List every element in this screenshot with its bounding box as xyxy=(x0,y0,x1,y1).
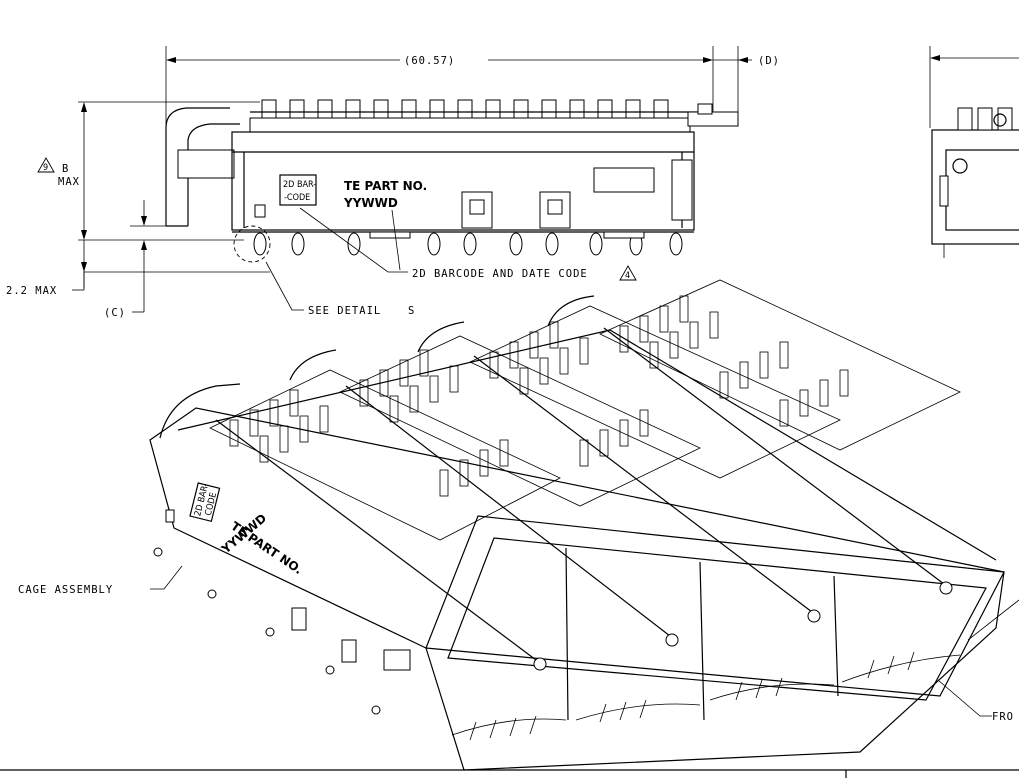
barcode-note-number: 4 xyxy=(625,271,630,281)
front-barcode-line1: 2D BAR- xyxy=(283,180,316,190)
overall-length-dim: (60.57) xyxy=(404,55,455,67)
iso-side-wall xyxy=(153,509,411,715)
pin-max-dim: 2.2 MAX xyxy=(6,285,57,297)
detail-letter: S xyxy=(408,305,415,317)
d-dim: (D) xyxy=(758,55,780,67)
front-date-code: YYWWD xyxy=(343,196,398,210)
b-note-number: 9 xyxy=(43,163,48,173)
c-dim: (C) xyxy=(104,307,126,319)
iso-clips xyxy=(159,295,953,671)
iso-spring-fingers xyxy=(451,651,961,741)
title-block-edge xyxy=(0,769,1019,778)
b-max: MAX xyxy=(58,176,80,188)
front-view: (60.57) (D) xyxy=(6,46,780,319)
b-dim: B xyxy=(62,163,69,175)
barcode-date-callout: 2D BARCODE AND DATE CODE xyxy=(412,268,588,280)
iso-heatsink xyxy=(209,279,961,541)
end-view-partial xyxy=(929,46,1019,258)
see-detail-callout: SEE DETAIL xyxy=(308,305,381,317)
isometric-view: 2D BAR- CODE TE PART NO. YYWWD CAGE ASSE… xyxy=(18,279,1019,771)
cage-assembly-callout: CAGE ASSEMBLY xyxy=(18,584,113,596)
front-callout-partial: FRO xyxy=(992,711,1014,723)
front-heatsink-fins xyxy=(249,99,712,133)
front-barcode-line2: -CODE xyxy=(284,193,310,203)
front-pins xyxy=(232,231,694,256)
front-part-number: TE PART NO. xyxy=(344,179,427,193)
